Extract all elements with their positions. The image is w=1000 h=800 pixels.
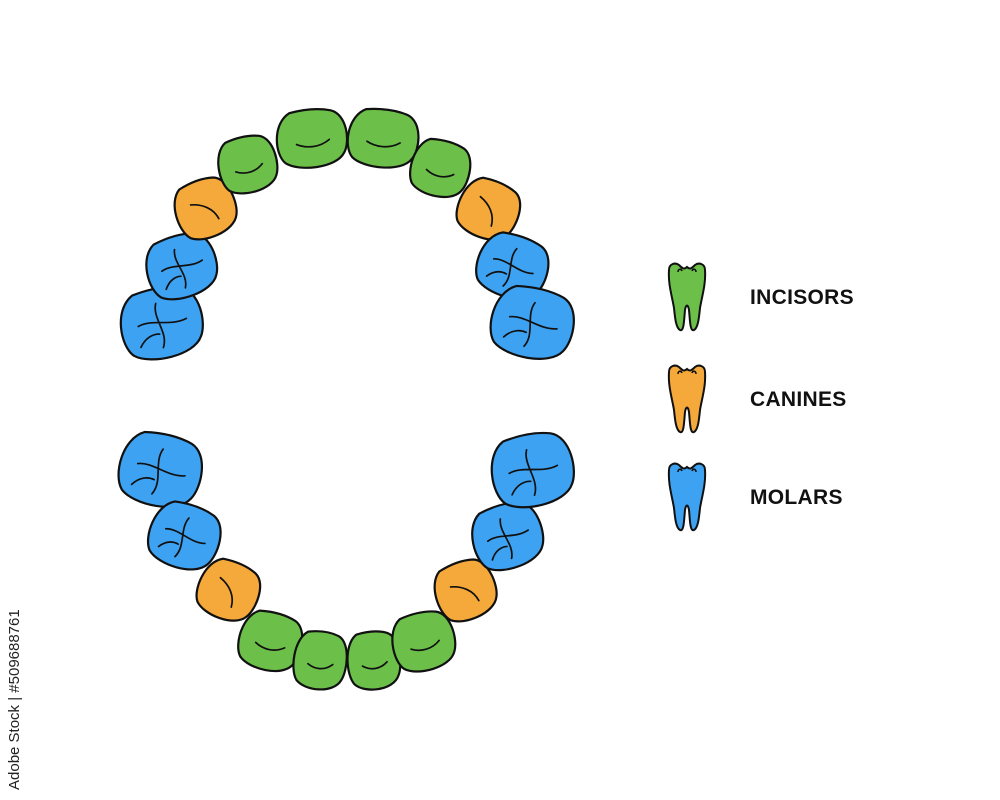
- legend-label: MOLARS: [750, 486, 843, 509]
- upper-canine-tooth-3: [173, 176, 238, 241]
- stock-id-text: Adobe Stock | #509688761: [6, 609, 23, 790]
- lower-canine-tooth-3: [195, 557, 262, 622]
- lower-incisor-tooth-7: [391, 610, 457, 673]
- incisor-tooth-icon: [667, 262, 707, 332]
- upper-incisor-tooth-5: [275, 108, 349, 169]
- upper-incisor-tooth-4: [217, 134, 279, 195]
- upper-incisor-tooth-6: [346, 107, 420, 169]
- lower-incisor-tooth-5: [292, 630, 348, 691]
- lower-incisor-tooth-6: [346, 630, 402, 691]
- upper-molar-tooth-9: [475, 231, 550, 300]
- lower-jaw: [117, 430, 575, 691]
- upper-jaw: [119, 107, 575, 361]
- upper-molar-tooth-1: [119, 285, 204, 361]
- upper-incisor-tooth-7: [409, 137, 472, 199]
- upper-molar-tooth-2: [145, 232, 219, 301]
- legend-label: CANINES: [750, 388, 847, 411]
- legend-item-molars: MOLARS: [664, 462, 842, 534]
- lower-molar-tooth-2: [147, 500, 222, 571]
- lower-canine-tooth-8: [433, 558, 498, 623]
- legend-item-canines: CANINES: [664, 364, 846, 436]
- canine-tooth-icon: [667, 364, 707, 434]
- molar-tooth-icon: [667, 462, 707, 532]
- legend-label: INCISORS: [750, 286, 854, 309]
- lower-molar-tooth-10: [490, 431, 575, 509]
- upper-molar-tooth-10: [489, 284, 575, 360]
- legend-item-incisors: INCISORS: [664, 262, 854, 334]
- lower-molar-tooth-1: [117, 430, 204, 508]
